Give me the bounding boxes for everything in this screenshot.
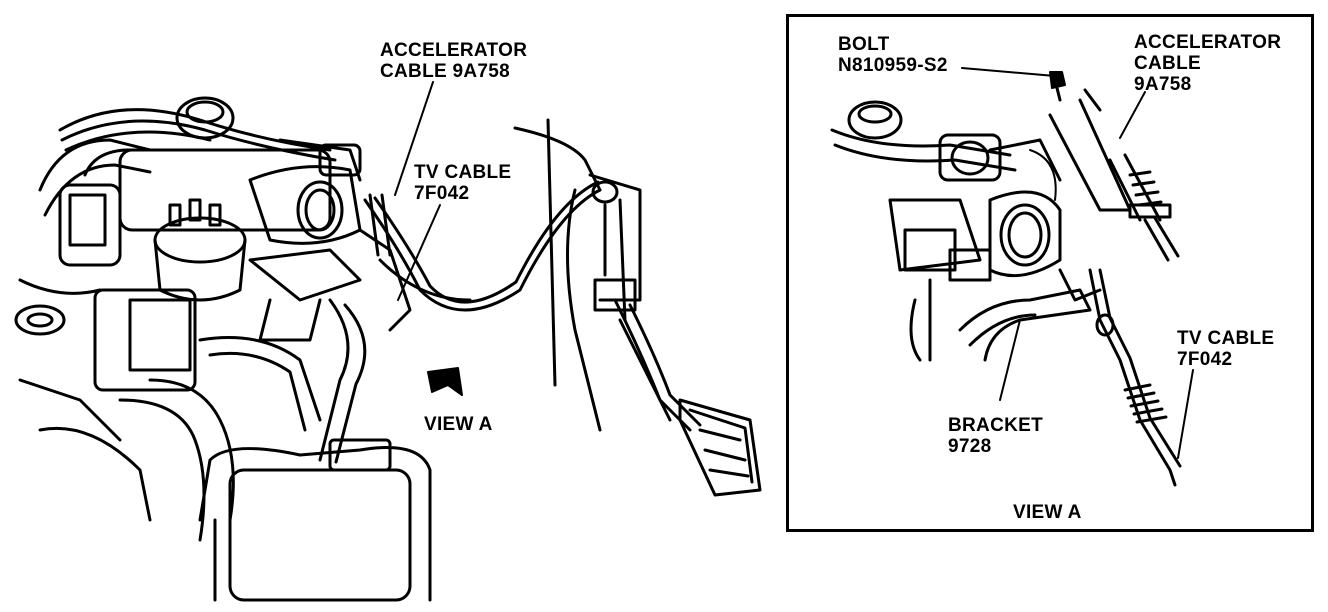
pedal-assembly <box>513 118 762 497</box>
view-a-arrow <box>427 367 463 396</box>
leader-tv-cable <box>397 204 441 301</box>
bolt-label: BOLT N810959-S2 <box>838 34 948 76</box>
leader-view-a-accelerator <box>1119 91 1146 139</box>
bracket-label: BRACKET 9728 <box>948 415 1043 457</box>
leader-view-a-tv-cable <box>1177 369 1194 459</box>
leader-bolt <box>961 67 1056 77</box>
view-a-detail <box>830 67 1194 487</box>
view-a-title: VIEW A <box>1013 502 1082 523</box>
view-a-tv-cable-label: TV CABLE 7F042 <box>1177 328 1275 370</box>
leader-bracket <box>999 319 1021 401</box>
accelerator-cable-route <box>363 180 602 312</box>
engine-assembly <box>14 96 472 602</box>
accelerator-cable-label: ACCELERATOR CABLE 9A758 <box>380 40 528 82</box>
tv-cable-label: TV CABLE 7F042 <box>414 162 512 204</box>
view-a-arrow-label: VIEW A <box>424 414 493 435</box>
view-a-accelerator-cable-label: ACCELERATOR CABLE 9A758 <box>1134 32 1282 95</box>
view-a-frame <box>786 14 1314 532</box>
leader-accelerator-cable <box>394 81 434 196</box>
